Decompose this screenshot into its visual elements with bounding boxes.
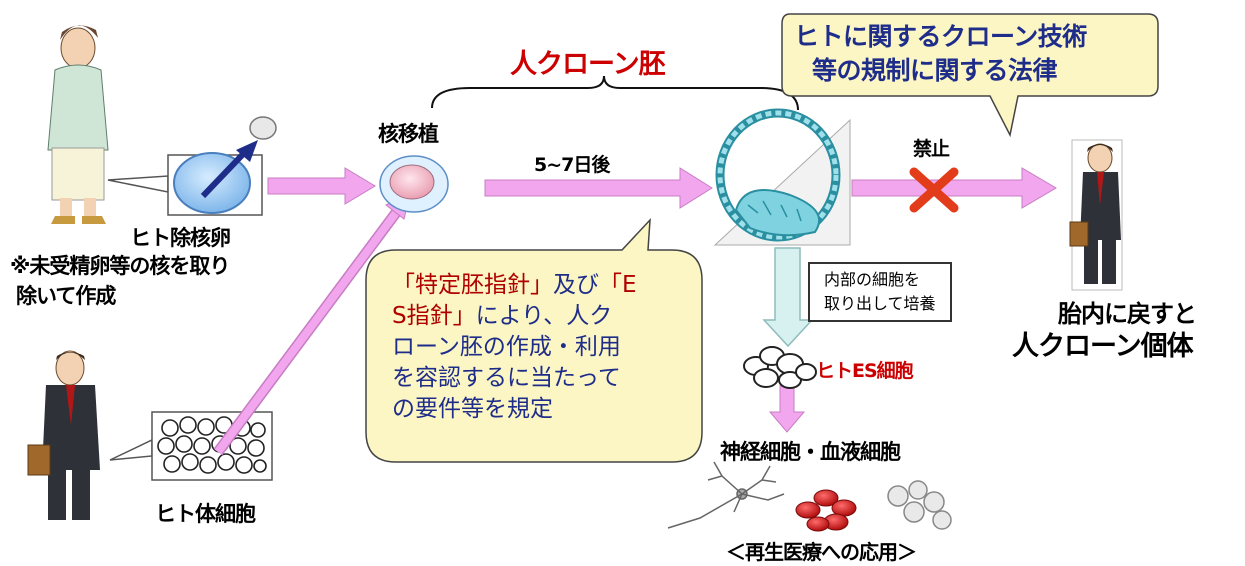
guideline-text-2: により、人ク xyxy=(475,303,613,329)
guideline-line-5: の要件等を規定 xyxy=(392,396,553,422)
inner-cell-line-1: 内部の細胞を xyxy=(824,270,921,289)
law-callout: ヒトに関するクローン技術 等の規制に関する法律 xyxy=(794,20,1154,88)
guideline-term-2b: S指針」 xyxy=(392,303,476,329)
law-line-1: ヒトに関するクローン技術 xyxy=(794,22,1087,51)
return-womb-line-1: 胎内に戻すと xyxy=(1058,300,1197,328)
days-label: 5~7日後 xyxy=(534,154,610,176)
culture-arrow xyxy=(762,247,814,348)
guideline-line-1: 「特定胚指針」及び「E xyxy=(392,270,637,301)
man-figure-right xyxy=(1069,139,1123,291)
nerve-blood-label: 神経細胞・血液細胞 xyxy=(720,440,901,464)
guideline-line-4: を容認するに当たって xyxy=(392,365,621,391)
enucleated-egg-label: ヒト除核卵 xyxy=(130,226,231,250)
woman-figure xyxy=(47,25,109,224)
nerve-cell-icon xyxy=(667,461,785,529)
regenerative-medicine-label: ＜再生医療への応用＞ xyxy=(726,540,917,564)
man-figure-left xyxy=(27,350,100,520)
law-line-2: 等の規制に関する法律 xyxy=(812,56,1058,85)
nuclear-transfer-label: 核移植 xyxy=(378,122,439,146)
guideline-conj: 及び xyxy=(553,272,599,298)
guideline-line-3: ローン胚の作成・利用 xyxy=(392,334,621,360)
clone-embryo-brace xyxy=(431,75,799,111)
guideline-term-1: 「特定胚指針」 xyxy=(392,272,553,298)
egg-note-line-2: 除いて作成 xyxy=(16,284,116,308)
es-cells-icon xyxy=(743,346,817,389)
somatic-cell-label: ヒト体細胞 xyxy=(155,502,256,526)
somatic-cell-box xyxy=(109,411,273,481)
blood-cells-icon xyxy=(795,489,857,532)
nuclear-transfer-cell xyxy=(379,155,449,213)
law-callout-shape xyxy=(781,13,1159,138)
prohibited-x-icon xyxy=(909,167,959,213)
guideline-callout: 「特定胚指針」及び「E S指針」により、人ク ローン胚の作成・利用 を容認するに… xyxy=(392,270,637,425)
guideline-term-2a: 「E xyxy=(599,272,637,298)
white-cells-icon xyxy=(887,480,952,530)
guideline-callout-shape xyxy=(365,217,703,463)
clone-embryo-title: 人クローン胚 xyxy=(510,49,666,80)
inner-cell-culture-box: 内部の細胞を 取り出して培養 xyxy=(808,262,952,322)
inner-cell-line-2: 取り出して培養 xyxy=(824,294,936,313)
clone-embryo xyxy=(713,108,851,246)
guideline-line-2: S指針」により、人ク xyxy=(392,301,637,332)
prohibited-label: 禁止 xyxy=(913,138,950,160)
enucleated-egg-box xyxy=(107,116,277,216)
es-cells-label: ヒトES細胞 xyxy=(816,360,914,382)
pink-arrows xyxy=(267,167,1057,433)
return-womb-line-2: 人クローン個体 xyxy=(1012,331,1194,362)
egg-note-line-1: ※未受精卵等の核を取り xyxy=(10,254,230,278)
